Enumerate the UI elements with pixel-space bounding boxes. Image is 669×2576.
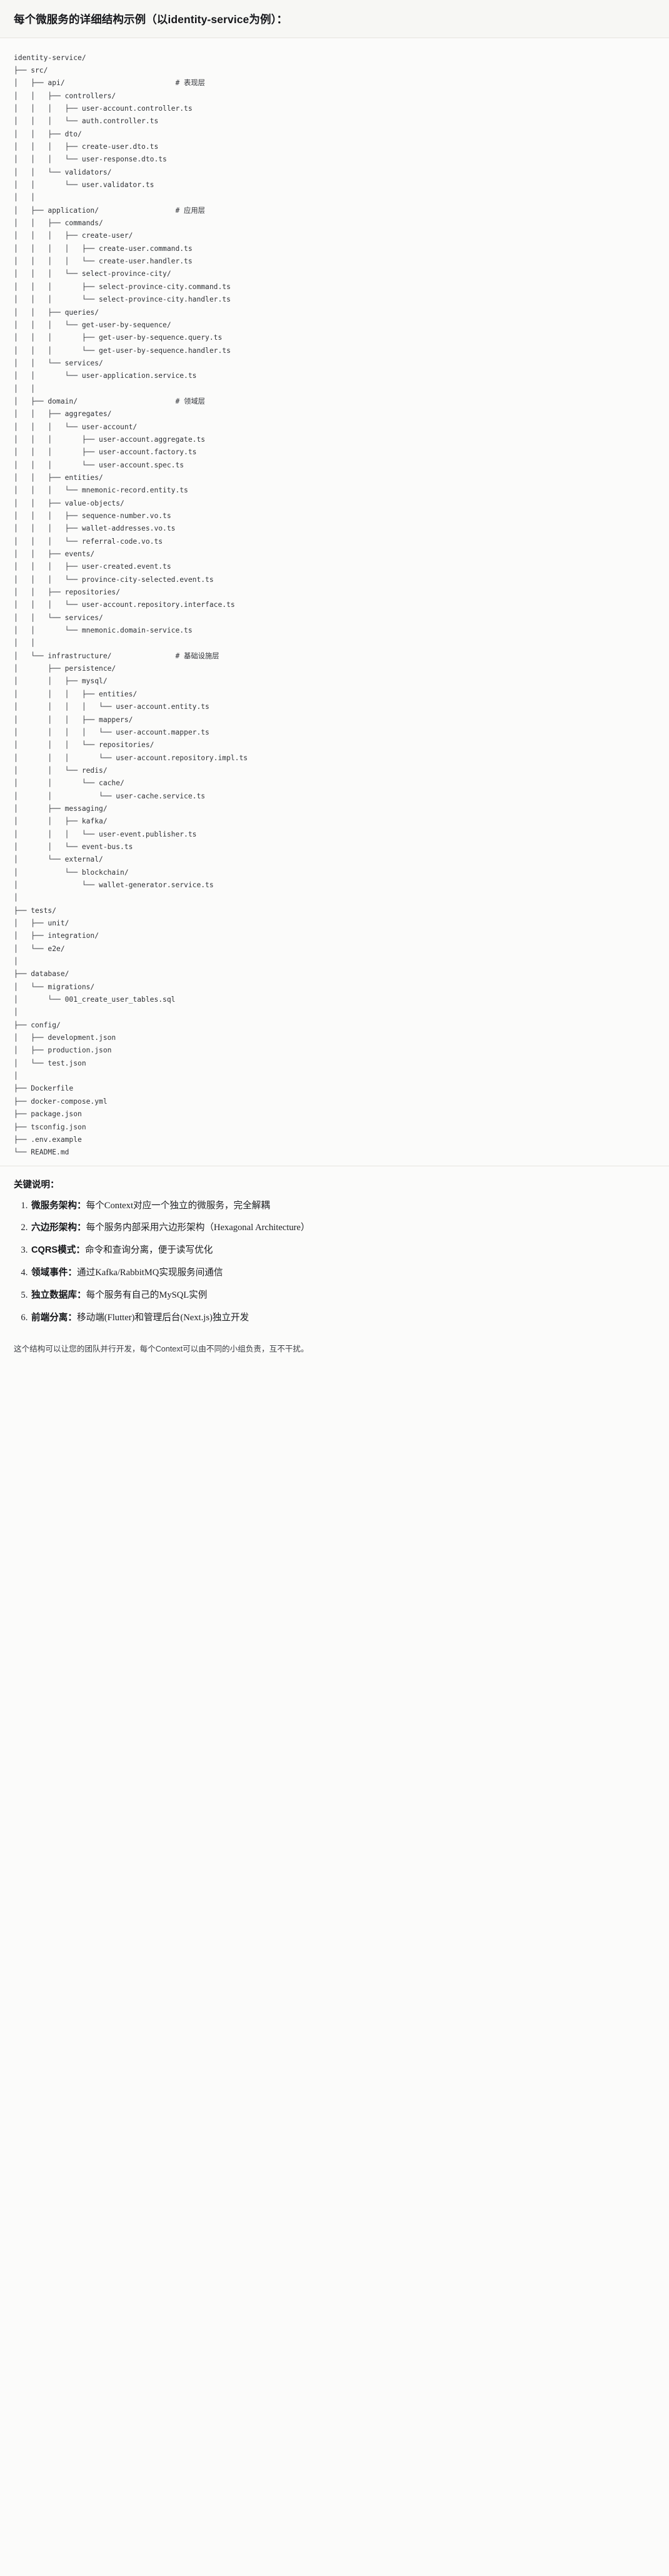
key-points-list: 微服务架构：每个Context对应一个独立的微服务，完全解耦 六边形架构：每个服… bbox=[14, 1199, 655, 1325]
key-separator: ： bbox=[76, 1223, 86, 1233]
key-separator: ： bbox=[68, 1268, 77, 1278]
list-item: CQRS模式：命令和查询分离，便于读写优化 bbox=[30, 1244, 655, 1258]
list-item: 微服务架构：每个Context对应一个独立的微服务，完全解耦 bbox=[30, 1199, 655, 1213]
list-item: 六边形架构：每个服务内部采用六边形架构（Hexagonal Architectu… bbox=[30, 1221, 655, 1235]
key-points-title: 关键说明： bbox=[14, 1179, 59, 1190]
closing-note: 这个结构可以让您的团队并行开发，每个Context可以由不同的小组负责，互不干扰… bbox=[14, 1344, 309, 1353]
key-separator: ： bbox=[68, 1312, 77, 1323]
key-term: 独立数据库 bbox=[31, 1290, 77, 1301]
tree-block: identity-service/ ├── src/ │ ├── api/ # … bbox=[0, 38, 669, 1166]
key-description: 每个服务有自己的MySQL实例 bbox=[86, 1290, 208, 1301]
key-separator: ： bbox=[76, 1290, 86, 1301]
header-band: 每个微服务的详细结构示例（以identity-service为例）： bbox=[0, 0, 669, 38]
key-points-section: 关键说明： 微服务架构：每个Context对应一个独立的微服务，完全解耦 六边形… bbox=[0, 1165, 669, 1338]
key-description: 通过Kafka/RabbitMQ实现服务间通信 bbox=[77, 1268, 223, 1278]
key-separator: ： bbox=[76, 1245, 85, 1256]
key-term: CQRS模式 bbox=[31, 1245, 76, 1256]
key-separator: ： bbox=[76, 1200, 86, 1211]
key-term: 领域事件 bbox=[31, 1268, 68, 1278]
key-description: 每个服务内部采用六边形架构（Hexagonal Architecture） bbox=[86, 1223, 310, 1233]
list-item: 独立数据库：每个服务有自己的MySQL实例 bbox=[30, 1289, 655, 1303]
key-description: 命令和查询分离，便于读写优化 bbox=[84, 1245, 213, 1256]
key-term: 微服务架构 bbox=[31, 1200, 77, 1211]
key-description: 每个Context对应一个独立的微服务，完全解耦 bbox=[86, 1200, 270, 1211]
list-item: 领域事件：通过Kafka/RabbitMQ实现服务间通信 bbox=[30, 1266, 655, 1280]
key-term: 六边形架构 bbox=[31, 1223, 77, 1233]
directory-tree: identity-service/ ├── src/ │ ├── api/ # … bbox=[14, 53, 248, 1157]
key-term: 前端分离 bbox=[31, 1312, 68, 1323]
page-title: 每个微服务的详细结构示例（以identity-service为例）： bbox=[14, 13, 288, 26]
key-description: 移动端(Flutter)和管理后台(Next.js)独立开发 bbox=[77, 1312, 249, 1323]
list-item: 前端分离：移动端(Flutter)和管理后台(Next.js)独立开发 bbox=[30, 1311, 655, 1325]
